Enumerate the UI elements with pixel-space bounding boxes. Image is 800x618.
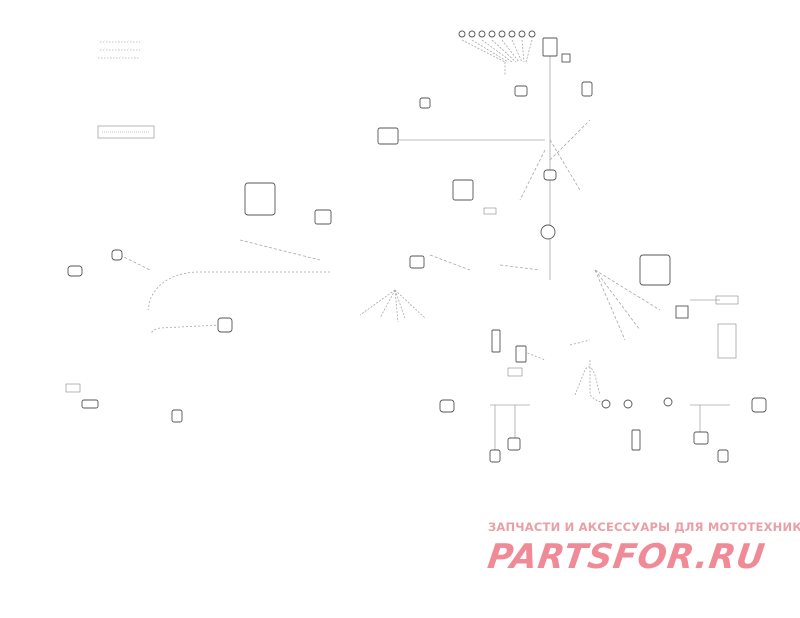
misc-wire-2 [519, 339, 591, 361]
left-curved-wire [147, 271, 330, 311]
left-bottom-bracket [81, 399, 99, 409]
callout-lines [65, 41, 739, 393]
center-diagonal-wires [519, 119, 591, 201]
watermark-logo: PARTSFOR.RU [485, 537, 768, 577]
lower-round-connector [601, 399, 611, 409]
lower-round-connector-2 [623, 399, 633, 409]
right-ecu-module [639, 254, 671, 286]
right-round-connector [663, 397, 673, 407]
bottom-left-branch [490, 404, 530, 450]
left-end-connector [67, 265, 83, 277]
harness-parts [67, 30, 767, 463]
watermark-caption: ЗАПЧАСТИ И АКСЕССУАРЫ ДЛЯ МОТОТЕХНИКИ [488, 520, 800, 534]
bottom-mid-part [631, 429, 641, 451]
left-ecu-module [244, 182, 276, 216]
bottom-sensor-2 [507, 437, 521, 451]
left-bottom-sensor [171, 409, 183, 423]
upper-right-connector [581, 81, 593, 97]
left-lower-wire [151, 324, 221, 336]
bottom-branch-wire [574, 360, 606, 403]
bottom-left-sensor [489, 449, 501, 463]
center-round-part [540, 224, 556, 240]
relay-box [377, 127, 399, 145]
bottom-right-part [693, 431, 709, 445]
left-plug [111, 249, 123, 261]
bottom-far-right-part [717, 449, 729, 463]
right-fan-wires [594, 269, 661, 341]
left-clamp-part [217, 317, 233, 333]
upper-center-connector [514, 85, 528, 97]
top-bracket-part [542, 37, 558, 57]
right-edge-connector [751, 397, 767, 413]
top-fan-wires [461, 39, 533, 75]
upper-left-connector [419, 97, 431, 109]
center-plug [409, 255, 425, 269]
misc-wire-1 [119, 239, 541, 271]
watermark: ЗАПЧАСТИ И АКСЕССУАРЫ ДЛЯ МОТОТЕХНИКИ PA… [485, 520, 800, 590]
top-small-connector [561, 53, 571, 63]
left-mid-connector [314, 209, 332, 225]
center-bottom-fan [359, 289, 426, 323]
center-latch [543, 169, 557, 181]
mid-bottom-connector [439, 399, 455, 413]
right-small-connector [675, 305, 689, 319]
center-left-bracket [491, 329, 501, 353]
harness-wires [119, 39, 730, 450]
center-bracket-part [515, 345, 527, 363]
fuse-block [452, 179, 474, 201]
top-connector-row [458, 30, 536, 38]
